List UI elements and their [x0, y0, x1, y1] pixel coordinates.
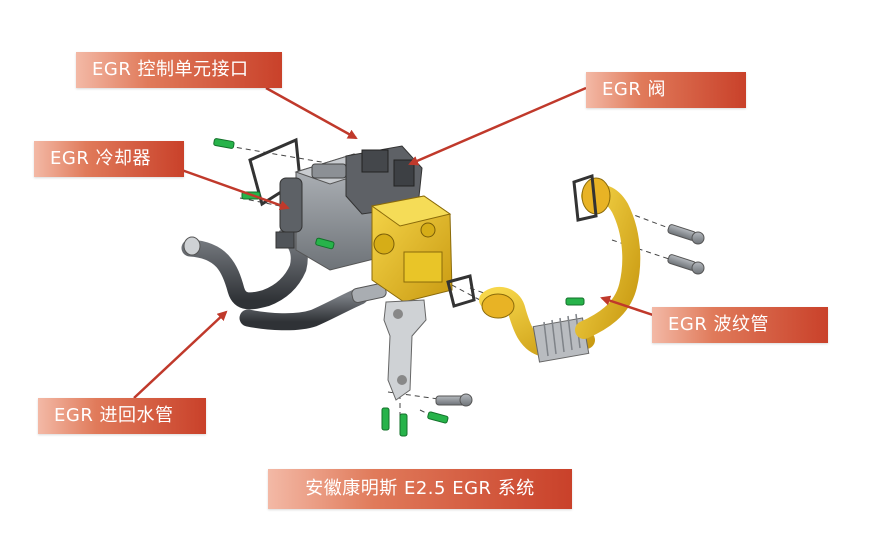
arrow-valve: [408, 86, 587, 166]
outlet-gasket: [446, 274, 476, 308]
gray-bolts: [435, 224, 705, 407]
diagram-title: 安徽康明斯 E2.5 EGR 系统: [268, 469, 572, 509]
label-egr-cooler: EGR 冷却器: [34, 141, 184, 177]
label-egr-valve: EGR 阀: [586, 72, 746, 108]
valve-part: [370, 195, 453, 303]
callout-arrows: [133, 86, 663, 399]
water-pipe-part: [181, 227, 387, 331]
bracket-part: [383, 299, 427, 401]
label-egr-bellows: EGR 波纹管: [652, 307, 828, 343]
bellows-part: [479, 173, 641, 363]
arrow-water-pipe: [133, 310, 228, 399]
label-control-unit-interface: EGR 控制单元接口: [76, 52, 282, 88]
label-egr-water-pipe: EGR 进回水管: [38, 398, 206, 434]
arrow-cooler: [175, 166, 290, 211]
arrow-control-unit: [265, 86, 358, 140]
